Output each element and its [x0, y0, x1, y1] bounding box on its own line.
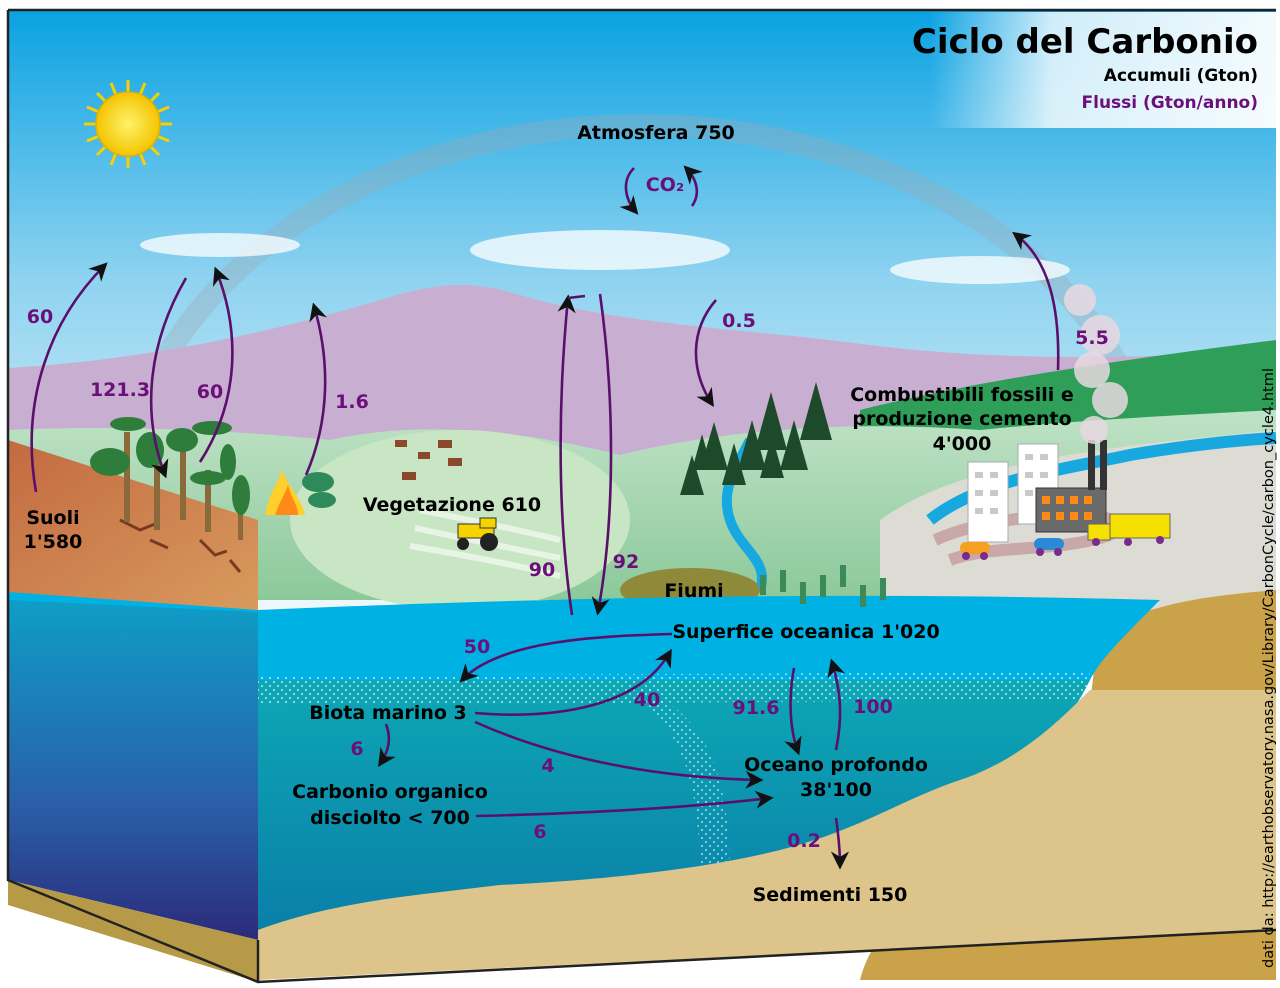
flux-fossil-emissions: 5.5: [1075, 327, 1109, 349]
flux-ocean-release: 90: [529, 559, 555, 581]
flux-surface-to-biota: 50: [464, 636, 490, 658]
flux-deep-to-surface: 100: [853, 696, 893, 718]
stock-fossil-line3: 4'000: [933, 433, 992, 455]
flux-photosynthesis: 121.3: [90, 379, 150, 401]
stock-doc-line1: Carbonio organico: [292, 781, 488, 803]
stock-fossil-line1: Combustibili fossili e: [850, 384, 1074, 406]
legend-fluxes: Flussi (Gton/anno): [1082, 93, 1259, 113]
flux-biota-to-deep: 4: [541, 755, 554, 777]
sun-icon: [84, 80, 172, 168]
flux-land-use: 1.6: [335, 391, 369, 413]
flux-ocean-uptake: 92: [613, 551, 639, 573]
stock-marine-biota: Biota marino 3: [309, 702, 466, 724]
stock-doc-line2: disciolto < 700: [310, 807, 470, 829]
mixing-layer: [258, 672, 1090, 705]
stock-rivers: Fiumi: [664, 580, 723, 602]
stock-soils-line1: Suoli: [26, 507, 79, 529]
flux-co2: CO₂: [646, 174, 684, 196]
flux-soil-respiration: 60: [27, 306, 53, 328]
diagram-title: Ciclo del Carbonio: [912, 22, 1258, 62]
flux-plant-respiration: 60: [197, 381, 223, 403]
flux-biota-to-doc: 6: [350, 738, 363, 760]
flux-forest-uptake: 0.5: [722, 310, 756, 332]
stock-ocean-surface: Superfice oceanica 1'020: [672, 621, 939, 643]
flux-biota-to-surface: 40: [634, 689, 660, 711]
legend-stocks: Accumuli (Gton): [1104, 66, 1258, 86]
stock-sediments: Sedimenti 150: [753, 884, 908, 906]
stock-deep-ocean-line2: 38'100: [800, 779, 872, 801]
flux-surface-to-deep: 91.6: [733, 697, 780, 719]
flux-deep-to-sediments: 0.2: [787, 830, 821, 852]
stock-deep-ocean-line1: Oceano profondo: [744, 754, 928, 776]
stock-atmosphere: Atmosfera 750: [577, 122, 735, 144]
stock-vegetation: Vegetazione 610: [363, 494, 541, 516]
stock-fossil-line2: produzione cemento: [852, 408, 1071, 430]
source-credit: dati da: http://earthobservatory.nasa.go…: [1261, 368, 1277, 968]
stock-soils-line2: 1'580: [24, 531, 83, 553]
flux-doc-to-deep: 6: [533, 821, 546, 843]
